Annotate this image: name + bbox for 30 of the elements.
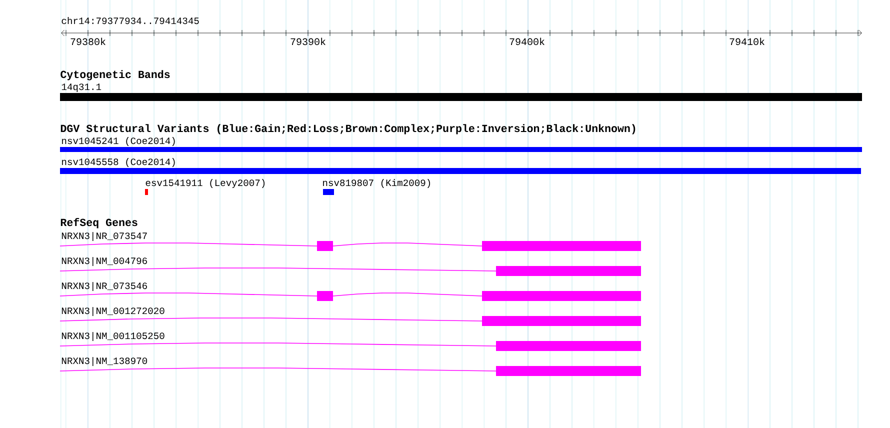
gene-model: NRXN3|NM_001272020 xyxy=(60,307,641,326)
tick-label: 79410k xyxy=(730,38,764,46)
node-label: NRXN3|NM_001272020 xyxy=(62,307,164,316)
node-label: nsv1045241 (Coe2014) xyxy=(62,137,175,146)
node-label: NRXN3|NM_001105250 xyxy=(62,332,164,341)
track-heading: DGV Structural Variants (Blue:Gain;Red:Loss;Brown:Complex;Purple:Inversion;Black:Unknown) xyxy=(60,124,636,134)
node-label: NRXN3|NR_073547 xyxy=(62,232,147,241)
gene-model: NRXN3|NM_001105250 xyxy=(60,332,641,351)
variant-bar: nsv819807 (Kim2009) xyxy=(323,179,430,195)
tick-label: 79400k xyxy=(510,38,544,46)
region-title: chr14:79377934..79414345 xyxy=(62,17,199,24)
gene-model: NRXN3|NM_004796 xyxy=(60,257,641,276)
gene-model: NRXN3|NM_138970 xyxy=(60,357,641,376)
node-label: NRXN3|NM_004796 xyxy=(62,257,147,266)
gene-model: NRXN3|NR_073546 xyxy=(60,282,641,301)
node-label: esv1541911 (Levy2007) xyxy=(146,179,265,188)
node-label: NRXN3|NR_073546 xyxy=(62,282,147,291)
tick-label: 79380k xyxy=(70,38,106,46)
node-label: nsv1045558 (Coe2014) xyxy=(62,158,175,167)
cytoband-bar: 14q31.1 xyxy=(60,84,862,101)
node-label: 14q31.1 xyxy=(62,84,102,92)
variant-bar: nsv1045558 (Coe2014) xyxy=(60,158,862,174)
node-label: nsv819807 (Kim2009) xyxy=(323,179,430,188)
track-heading: Cytogenetic Bands xyxy=(60,70,170,80)
node-label: NRXN3|NM_138970 xyxy=(62,357,148,366)
gene-model: NRXN3|NR_073547 xyxy=(60,232,641,251)
variant-bar: nsv1045241 (Coe2014) xyxy=(60,137,862,152)
tick-label: 79390k xyxy=(290,38,326,46)
track-heading: RefSeq Genes xyxy=(60,218,138,228)
variant-bar: esv1541911 (Levy2007) xyxy=(145,179,265,195)
